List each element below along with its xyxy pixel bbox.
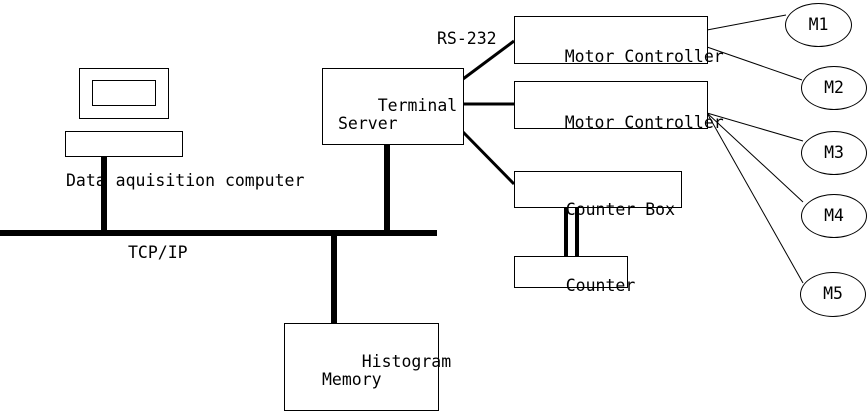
motor-controller-2-label: Motor Controller [564, 113, 724, 132]
counter-node: Counter [514, 256, 635, 295]
computer-caption: Data aquisition computer [66, 171, 305, 190]
motor-m5-node: M5 [800, 272, 866, 317]
motor-m2-label: M2 [824, 77, 844, 97]
mc2-to-m5-line [706, 112, 804, 284]
motor-controller-1-label: Motor Controller [564, 47, 724, 66]
counter-box-label: Counter Box [565, 200, 676, 219]
histogram-memory-label: Histogram Memory [322, 352, 452, 389]
mc1-to-m1-line [706, 14, 787, 31]
motor-m4-label: M4 [824, 205, 844, 225]
mc1-to-m2-line [706, 46, 803, 81]
counter-label: Counter [565, 276, 636, 295]
motor-m3-label: M3 [824, 142, 844, 162]
counter-box-node: Counter Box [514, 171, 682, 219]
motor-m2-node: M2 [801, 66, 867, 110]
rs232-label: RS-232 [437, 29, 497, 48]
terminal-server-node: Terminal Server [322, 68, 464, 145]
motor-controller-1-node: Motor Controller [514, 16, 724, 66]
computer-monitor-icon [79, 68, 169, 119]
monitor-screen [92, 80, 156, 106]
motor-m1-node: M1 [785, 3, 852, 47]
motor-controller-2-node: Motor Controller [514, 81, 724, 132]
ts-to-counter-box-line [461, 130, 516, 186]
ts-to-motor-controller-1-line [462, 39, 515, 81]
mc2-to-m3-line [706, 112, 804, 142]
motor-m3-node: M3 [801, 131, 867, 175]
tcpip-label: TCP/IP [128, 243, 188, 262]
terminal-server-label: Terminal Server [338, 96, 458, 133]
mc2-to-m4-line [706, 112, 804, 203]
motor-m5-label: M5 [823, 284, 843, 304]
motor-m1-label: M1 [808, 14, 829, 34]
computer-keyboard-icon [65, 131, 183, 157]
motor-m4-node: M4 [801, 194, 867, 238]
histogram-memory-node: Histogram Memory [284, 323, 451, 411]
